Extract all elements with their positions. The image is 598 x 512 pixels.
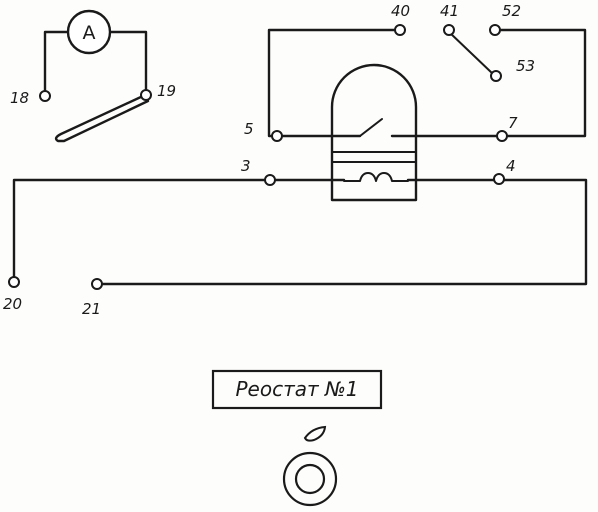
label-3: 3 [241, 157, 251, 175]
terminal-19 [140, 89, 152, 101]
label-21: 21 [82, 300, 101, 318]
wire-relay-to-21 [95, 178, 588, 286]
knob-outer-ring [282, 451, 338, 507]
wire-40-to-5 [267, 28, 402, 138]
label-53: 53 [516, 57, 535, 75]
title-frame [211, 369, 383, 410]
knob-pointer-icon [303, 425, 327, 442]
ammeter-label: A [83, 22, 96, 44]
terminal-18 [39, 90, 51, 102]
terminal-4 [493, 173, 505, 185]
wire-ammeter-to-19 [109, 30, 148, 92]
terminals [8, 24, 508, 290]
relay-coil-icon [343, 172, 409, 182]
relay-housing [330, 63, 418, 202]
lever-contact-icon [54, 94, 150, 143]
label-18: 18 [10, 89, 29, 107]
wire-18-to-ammeter [43, 30, 69, 94]
terminal-21 [91, 278, 103, 290]
terminal-52 [489, 24, 501, 36]
label-19: 19 [157, 82, 176, 100]
label-41: 41 [440, 2, 459, 20]
switch-41-53-blade [448, 31, 494, 75]
top-right-circuit [267, 28, 587, 138]
ammeter-icon [66, 9, 112, 55]
wire-7-to-52 [496, 28, 587, 138]
terminal-7 [496, 130, 508, 142]
label-5: 5 [244, 120, 254, 138]
label-40: 40 [391, 2, 410, 20]
label-20: 20 [3, 295, 22, 313]
terminal-41 [443, 24, 455, 36]
wire-20-to-relay [12, 178, 346, 284]
ammeter-circuit: A [43, 9, 150, 143]
label-52: 52 [502, 2, 521, 20]
title-text: Реостат №1 [235, 377, 358, 401]
terminal-53 [490, 70, 502, 82]
main-loop [12, 178, 588, 286]
terminal-labels: 18 19 40 41 52 53 5 7 3 4 20 21 [3, 2, 535, 318]
terminal-3 [264, 174, 276, 186]
label-4: 4 [506, 157, 516, 175]
knob-icon [282, 425, 338, 507]
terminal-40 [394, 24, 406, 36]
terminal-20 [8, 276, 20, 288]
relay-body [330, 63, 418, 202]
relay-switch-blade [359, 118, 383, 137]
terminal-5 [271, 130, 283, 142]
knob-inner-ring [294, 463, 326, 495]
label-7: 7 [508, 114, 518, 132]
title-box: Реостат №1 [211, 369, 383, 410]
